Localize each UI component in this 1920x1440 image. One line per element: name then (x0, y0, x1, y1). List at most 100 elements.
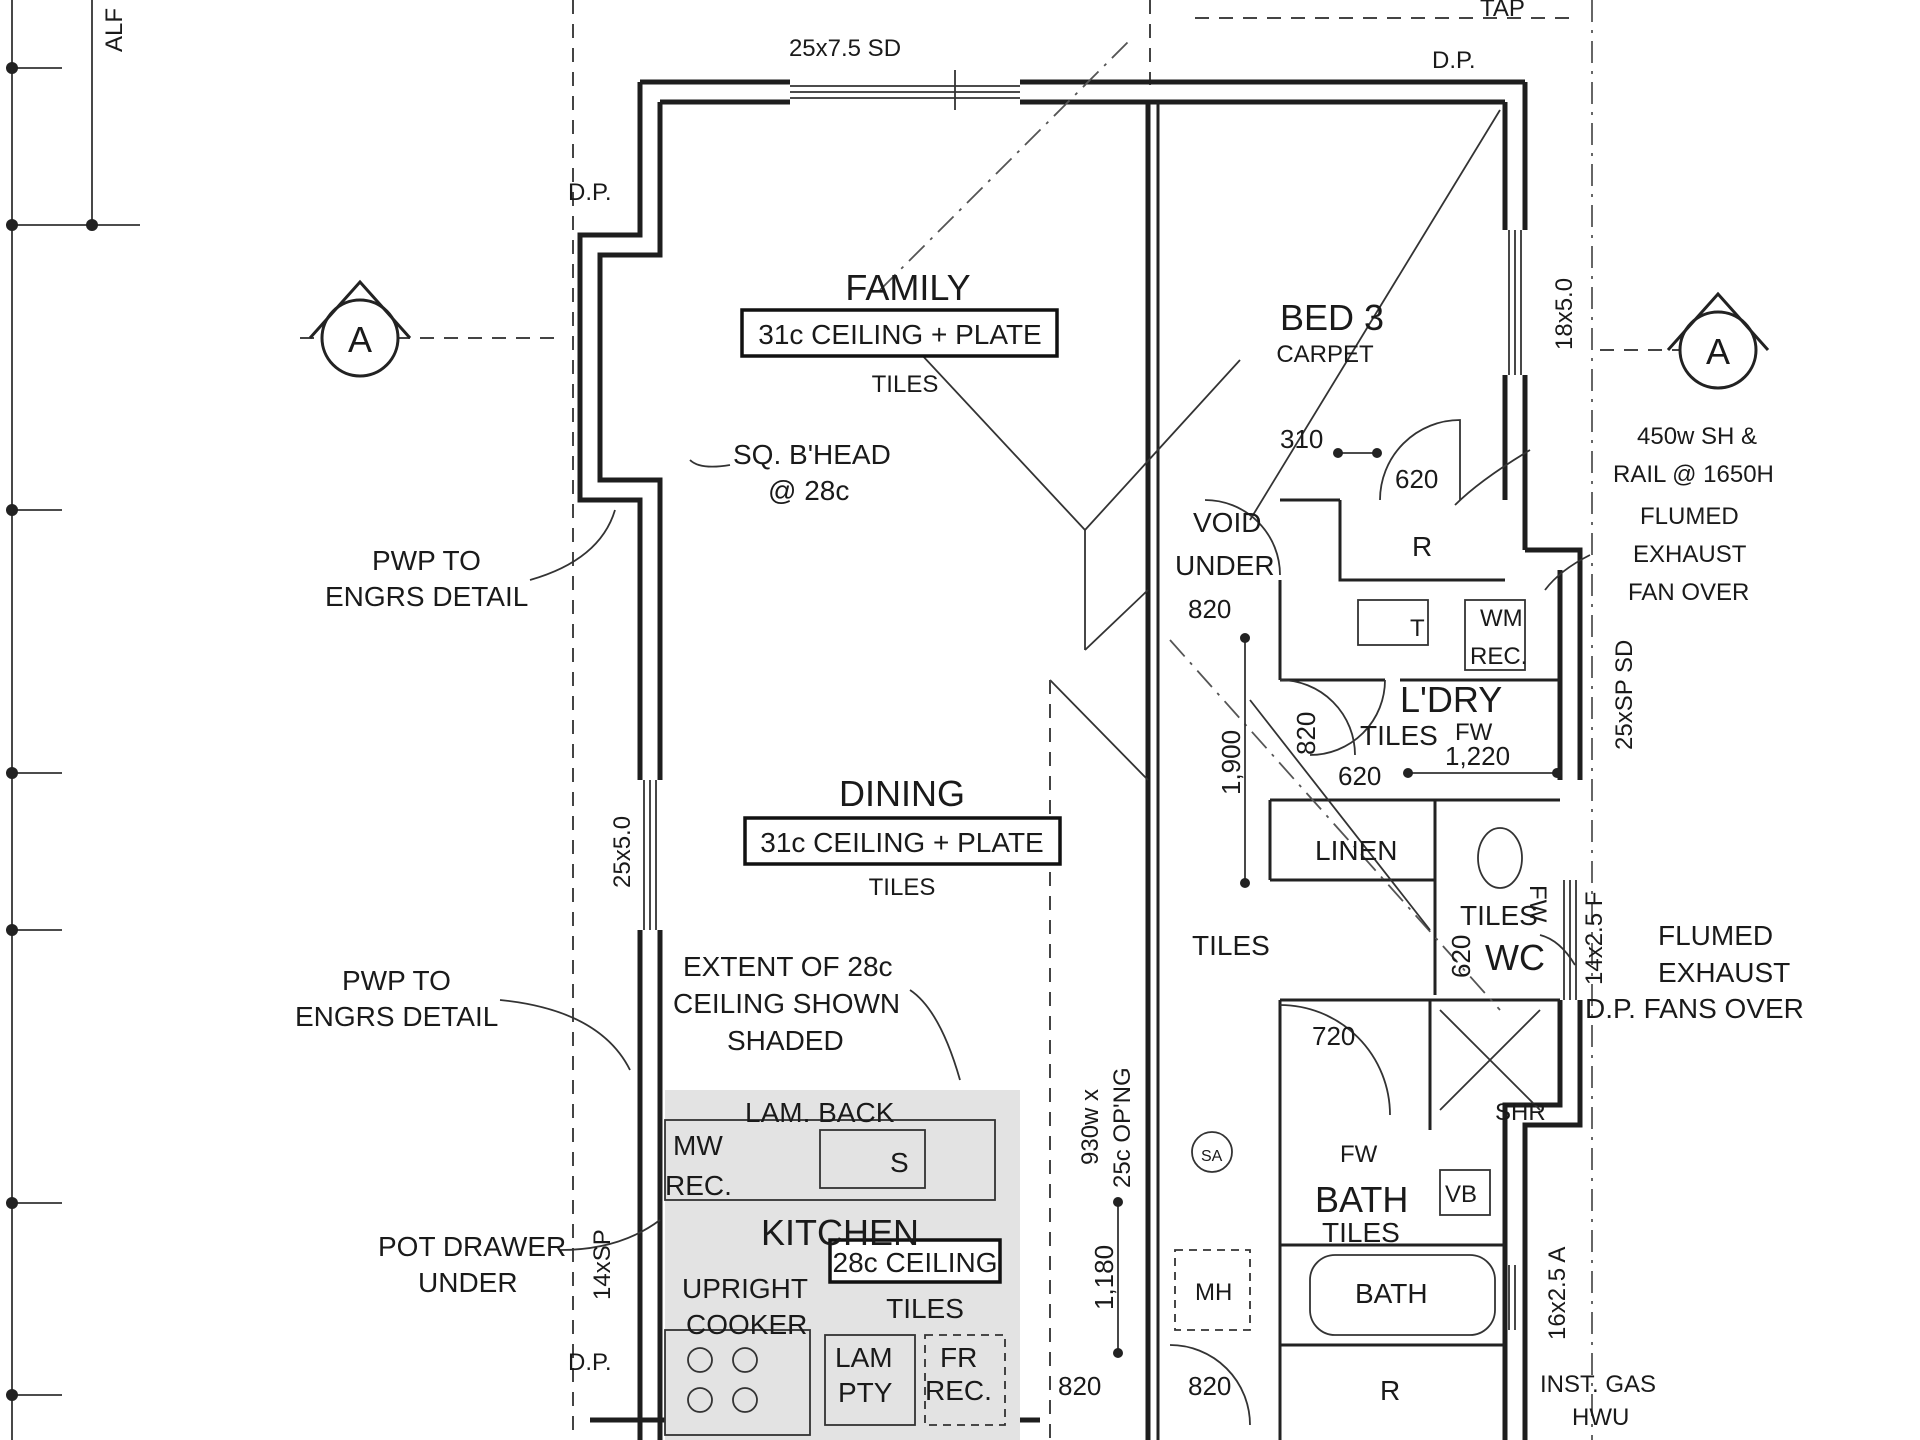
sh-rail-label-1: 450w SH & (1637, 423, 1757, 450)
dim-620-ldry: 620 (1338, 761, 1381, 791)
cooker-burners-icon (687, 1347, 758, 1413)
dp-left-bottom-label: D.P. (568, 1349, 612, 1376)
dim-620-wc: 620 (1446, 935, 1476, 978)
dining-floor-label: TILES (869, 874, 936, 901)
kitchen-ceiling-box (828, 1238, 1002, 1284)
dim-820-void: 820 (1188, 594, 1231, 624)
left-gridline (6, 0, 140, 1440)
exterior-walls (577, 79, 1583, 1440)
extent-note-3: SHADED (727, 1025, 844, 1056)
section-marker-left[interactable]: A (300, 279, 560, 378)
dimension-lines (1113, 448, 1562, 1358)
dp-left-top-label: D.P. (568, 179, 612, 206)
bed3-floor-label: CARPET (1276, 341, 1374, 368)
sq-bhead-height-label: @ 28c (768, 475, 849, 506)
flumed-1c: FAN OVER (1628, 579, 1749, 606)
dim-720: 720 (1312, 1021, 1355, 1051)
window-left-label: 25x5.0 (609, 816, 636, 888)
bed3-room-label: BED 3 (1280, 297, 1384, 338)
bathtub-label: BATH (1355, 1278, 1428, 1309)
gas-hwu-label-2: HWU (1572, 1404, 1629, 1431)
dining-ceiling-label: 31c CEILING + PLATE (760, 827, 1044, 858)
tap-label: TAP (1480, 0, 1525, 22)
lam-back-label: LAM. BACK (745, 1097, 895, 1128)
dim-1220: 1,220 (1445, 741, 1510, 771)
fw-laundry-label: FW (1455, 719, 1493, 746)
flumed-1b: EXHAUST (1633, 541, 1747, 568)
section-a-label-right: A (1706, 331, 1730, 372)
window-left[interactable] (643, 780, 657, 930)
sh-rail-label-2: RAIL @ 1650H (1613, 461, 1774, 488)
dim-820-hall: 820 (1188, 1371, 1231, 1401)
laundry-floor-label: TILES (1360, 720, 1438, 751)
dining-room-label: DINING (839, 773, 965, 814)
mw-rec-label: REC. (665, 1170, 732, 1201)
opening-label-1: 930w x (1077, 1089, 1104, 1165)
wc-floor-label: TILES (1460, 900, 1538, 931)
opening-label-2: 25c OP'NG (1109, 1067, 1136, 1188)
extent-note-1: EXTENT OF 28c (683, 951, 893, 982)
pwp-note-1b: ENGRS DETAIL (325, 581, 528, 612)
dim-1900: 1,900 (1216, 730, 1246, 795)
kitchen-benches (664, 1119, 1006, 1436)
leader-arrows (499, 449, 1591, 1251)
bath-room-label: BATH (1315, 1179, 1408, 1220)
manhole-label: MH (1195, 1279, 1232, 1306)
manhole (1174, 1249, 1251, 1331)
family-ceiling-box (740, 308, 1059, 358)
flumed-2b: EXHAUST (1658, 957, 1790, 988)
fridge-label-2: REC. (925, 1375, 992, 1406)
window-14sp-label: 14xSP (589, 1229, 616, 1300)
dim-820-ldry: 820 (1291, 712, 1321, 755)
window-bed3[interactable] (1508, 230, 1522, 375)
kitchen-floor-label: TILES (886, 1293, 964, 1324)
window-wc-label: 14x2.5 F (1581, 892, 1608, 985)
sq-bhead-label: SQ. B'HEAD (733, 439, 891, 470)
pwp-note-1a: PWP TO (372, 545, 481, 576)
dim-620-bed: 620 (1395, 464, 1438, 494)
extent-note-2: CEILING SHOWN (673, 988, 900, 1019)
dp-top-label: D.P. (1432, 47, 1476, 74)
kitchen-ceiling-label: 28c CEILING (833, 1247, 998, 1278)
cooker-label: COOKER (686, 1309, 807, 1340)
pwp-note-2b: ENGRS DETAIL (295, 1001, 498, 1032)
hall-floor-label: TILES (1192, 930, 1270, 961)
smoke-alarm-label: SA (1201, 1148, 1223, 1165)
wm-label: WM (1480, 605, 1523, 632)
sink-label: S (890, 1147, 909, 1178)
toilet-fixture (1477, 827, 1523, 889)
lam-pty-label-2: PTY (838, 1377, 893, 1408)
fw-bath-label: FW (1340, 1141, 1378, 1168)
trough-label: T (1410, 615, 1425, 642)
dining-ceiling-box (743, 816, 1062, 866)
upright-label: UPRIGHT (682, 1273, 808, 1304)
wc-room-label: WC (1485, 937, 1545, 978)
window-wc[interactable] (1563, 880, 1577, 1000)
section-marker-right[interactable]: A (1600, 291, 1770, 390)
pot-drawer-label: POT DRAWER (378, 1231, 566, 1262)
dim-820-kit: 820 (1058, 1371, 1101, 1401)
void-under-label: UNDER (1175, 550, 1275, 581)
wet-area-walls (1268, 498, 1560, 1440)
fridge-label-1: FR (940, 1342, 977, 1373)
dim-1180: 1,180 (1089, 1245, 1119, 1310)
section-a-label: A (348, 319, 372, 360)
dp-right-label: D.P. FANS OVER (1585, 993, 1804, 1024)
robe-label: R (1412, 531, 1432, 562)
vanity-label: VB (1445, 1181, 1477, 1208)
window-bath-label: 16x2.5 A (1544, 1247, 1571, 1340)
gas-hwu-label-1: INST. GAS (1540, 1371, 1656, 1398)
family-ceiling-label: 31c CEILING + PLATE (758, 319, 1042, 350)
window-top-label: 25x7.5 SD (789, 35, 901, 62)
door-swings (1169, 419, 1461, 1426)
bathtub-fixture (1309, 1254, 1496, 1336)
shower-label: SHR (1495, 1099, 1546, 1126)
window-bath[interactable] (1508, 1265, 1516, 1330)
void-label: VOID (1193, 507, 1261, 538)
lam-pty-label-1: LAM (835, 1342, 893, 1373)
laundry-room-label: L'DRY (1400, 679, 1502, 720)
window-top[interactable] (790, 70, 1020, 110)
diagonal-lines (879, 39, 1541, 1111)
robe-bath-label: R (1380, 1375, 1400, 1406)
